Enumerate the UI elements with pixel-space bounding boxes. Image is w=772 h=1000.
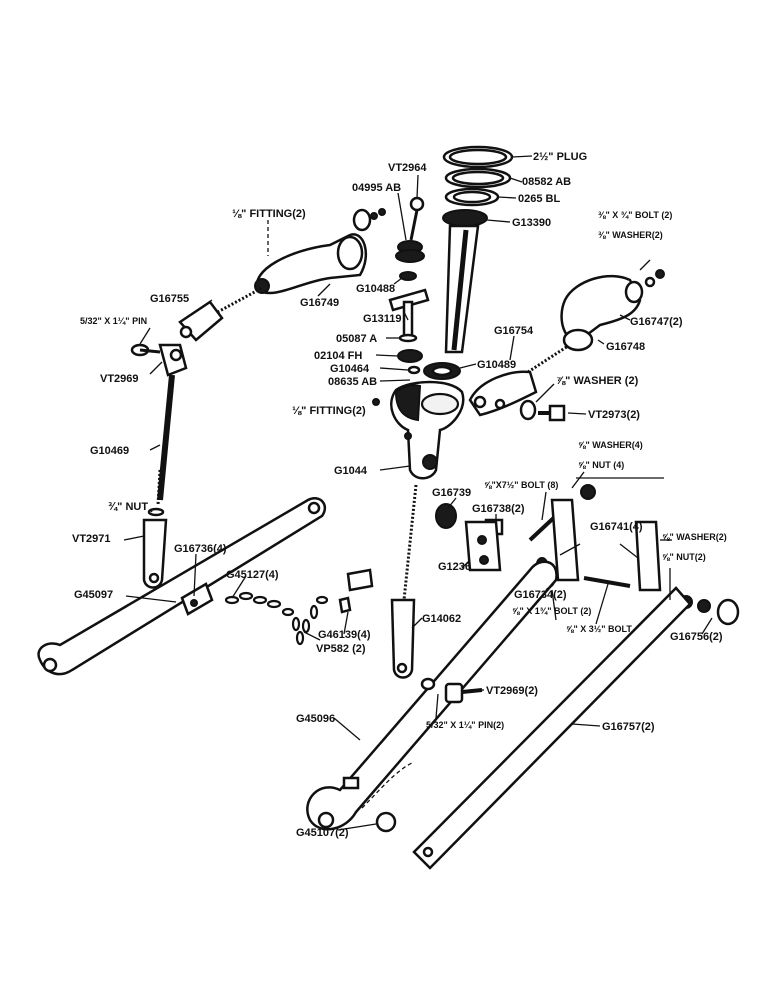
shaft-g13390 — [442, 209, 488, 354]
plate-g16736 — [180, 582, 214, 616]
housing-g1044 — [390, 380, 465, 480]
arm-g16749 — [254, 233, 368, 295]
label-washer58-4: ⅝" WASHER(4) — [578, 440, 643, 450]
label-g16736: G16736(4) — [174, 543, 227, 555]
label-vt2964: VT2964 — [388, 162, 427, 174]
label-g16747: G16747(2) — [630, 316, 683, 328]
bolt-top-right — [644, 269, 665, 288]
clevis-vt2971 — [142, 518, 168, 589]
bracket-g1236 — [464, 520, 502, 572]
label-vp582: VP582 (2) — [316, 643, 366, 655]
label-g16734: G16734(2) — [514, 589, 567, 601]
nut-g16739 — [435, 503, 457, 529]
label-vt2973: VT2973(2) — [588, 409, 640, 421]
label-fitting-top: ⅛" FITTING(2) — [232, 208, 306, 220]
washer-0265 — [444, 187, 500, 207]
rod-g14062 — [390, 484, 418, 679]
label-vt2971: VT2971 — [72, 533, 111, 545]
label-fitting-mid: ⅛" FITTING(2) — [292, 405, 366, 417]
label-g10464: G10464 — [330, 363, 370, 375]
knob-04995 — [395, 240, 425, 263]
label-g16739: G16739 — [432, 487, 471, 499]
clevis-top-left — [158, 343, 188, 377]
label-g1236: G1236 — [438, 561, 471, 573]
washer-05087 — [398, 333, 418, 343]
label-g16756: G16756(2) — [670, 631, 723, 643]
label-04995: 04995 AB — [352, 182, 401, 194]
label-g45096: G45096 — [296, 713, 335, 725]
label-g16749: G16749 — [300, 297, 339, 309]
nut-upper-left — [352, 208, 386, 232]
washer-g10464 — [407, 365, 421, 375]
label-g16748: G16748 — [606, 341, 645, 353]
label-vt2969: VT2969 — [100, 373, 139, 385]
clip-g46139 — [346, 568, 374, 592]
leader-lines — [123, 155, 713, 831]
bearing-g10489 — [423, 362, 461, 380]
label-nut34: ¾" NUT — [108, 501, 148, 513]
washer-78 — [519, 399, 537, 421]
arm-g16748 — [560, 274, 644, 352]
link-g45097 — [37, 497, 327, 676]
label-vt2969-2: VT2969(2) — [486, 685, 538, 697]
lanyard-g45107 — [361, 761, 415, 833]
label-g45127: G45127(4) — [226, 569, 279, 581]
label-washer-top: ⅜" WASHER(2) — [598, 230, 663, 240]
bolt-vt2973 — [538, 404, 566, 422]
label-g14062: G14062 — [422, 613, 461, 625]
label-g10488: G10488 — [356, 283, 395, 295]
pin-vt2969-2 — [420, 677, 483, 704]
label-02104: 02104 FH — [314, 350, 362, 362]
label-bolt-758: ⅝"X7½" BOLT (8) — [484, 480, 558, 490]
label-g13119: G13119 — [363, 313, 402, 325]
label-bolt-3-12: ⅝" X 3½" BOLT — [566, 624, 632, 634]
chain-vp582 — [224, 591, 352, 646]
label-05087: 05087 A — [336, 333, 377, 345]
label-washer58-2: ⅝" WASHER(2) — [662, 532, 727, 542]
nut-58-4 — [580, 484, 596, 500]
label-g45097: G45097 — [74, 589, 113, 601]
rod-g10469 — [156, 374, 175, 506]
label-g16754: G16754 — [494, 325, 534, 337]
nut-34 — [147, 507, 165, 517]
label-g10489: G10489 — [477, 359, 516, 371]
label-nut58-4: ⅝" NUT (4) — [578, 460, 624, 470]
label-g10469: G10469 — [90, 445, 129, 457]
link-g16757 — [412, 586, 692, 870]
link-g45096 — [306, 560, 558, 831]
bolt-g16756 — [679, 595, 740, 626]
label-g16757: G16757(2) — [602, 721, 655, 733]
bolt-312 — [583, 576, 631, 588]
rod-g16755 — [178, 286, 263, 342]
plate-g16741 — [550, 498, 662, 592]
label-g16741: G16741(4) — [590, 521, 643, 533]
label-g13390: G13390 — [512, 217, 551, 229]
fitting-mid — [372, 398, 412, 440]
label-g1044: G1044 — [334, 465, 368, 477]
label-08635: 08635 AB — [328, 376, 377, 388]
label-g46139: G46139(4) — [318, 629, 371, 641]
bolt-vt2964 — [409, 196, 425, 241]
label-g16755: G16755 — [150, 293, 189, 305]
label-bolt-1-34: ⅝" X 1¾" BOLT (2) — [512, 606, 591, 616]
label-pin-mid: 5/32" X 1¼" PIN(2) — [426, 720, 504, 730]
label-08582: 08582 AB — [522, 176, 571, 188]
part-labels: 2½" PLUG 08582 AB 0265 BL G13390 VT2964 … — [72, 151, 727, 839]
label-bolt-top: ⅜" X ¾" BOLT (2) — [598, 210, 672, 220]
label-0265: 0265 BL — [518, 193, 560, 205]
rod-g16754 — [468, 344, 569, 417]
label-pin-left: 5/32" X 1¼" PIN — [80, 316, 147, 326]
label-nut58-2: ⅝" NUT(2) — [662, 552, 706, 562]
pin-left — [130, 343, 161, 357]
label-g45107: G45107(2) — [296, 827, 349, 839]
label-plug: 2½" PLUG — [533, 151, 587, 163]
label-g16738: G16738(2) — [472, 503, 525, 515]
plug-ring — [442, 145, 514, 169]
snap-ring-08582 — [444, 167, 512, 189]
bracket-g10488 — [388, 271, 430, 340]
label-washer78: ⅞" WASHER (2) — [556, 375, 639, 387]
nut-02104 — [397, 349, 423, 363]
